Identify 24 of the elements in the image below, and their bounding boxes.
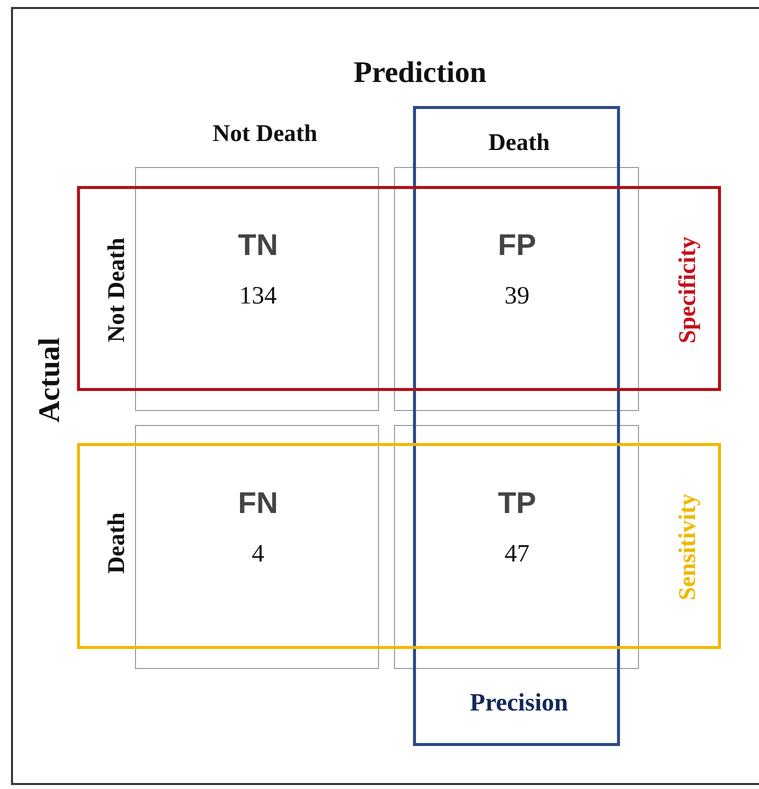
cell-code: FN <box>238 489 278 519</box>
matrix-cell <box>394 425 639 669</box>
column-header: Not Death <box>212 122 318 146</box>
row-highlight-frame <box>77 186 721 391</box>
cell-count: 4 <box>252 542 264 566</box>
column-header: Death <box>488 131 550 155</box>
axis-title: Prediction <box>354 58 486 88</box>
cell-code: FP <box>498 231 536 261</box>
cell-count: 47 <box>504 542 530 566</box>
row-header: Not Death <box>105 238 129 342</box>
cell-code: TP <box>498 489 536 519</box>
row-header: Death <box>105 512 129 574</box>
metric-label: Precision <box>470 690 568 716</box>
metric-label: Sensitivity <box>676 494 700 600</box>
matrix-cell <box>394 167 639 411</box>
matrix-cell <box>135 167 379 411</box>
row-highlight-frame <box>77 443 721 649</box>
axis-title: Actual <box>35 338 65 422</box>
metric-label: Specificity <box>676 236 700 344</box>
cell-code: TN <box>238 231 278 261</box>
column-highlight-frame <box>413 106 620 746</box>
cell-count: 39 <box>504 284 530 308</box>
cell-count: 134 <box>239 284 277 308</box>
matrix-cell <box>135 425 379 669</box>
